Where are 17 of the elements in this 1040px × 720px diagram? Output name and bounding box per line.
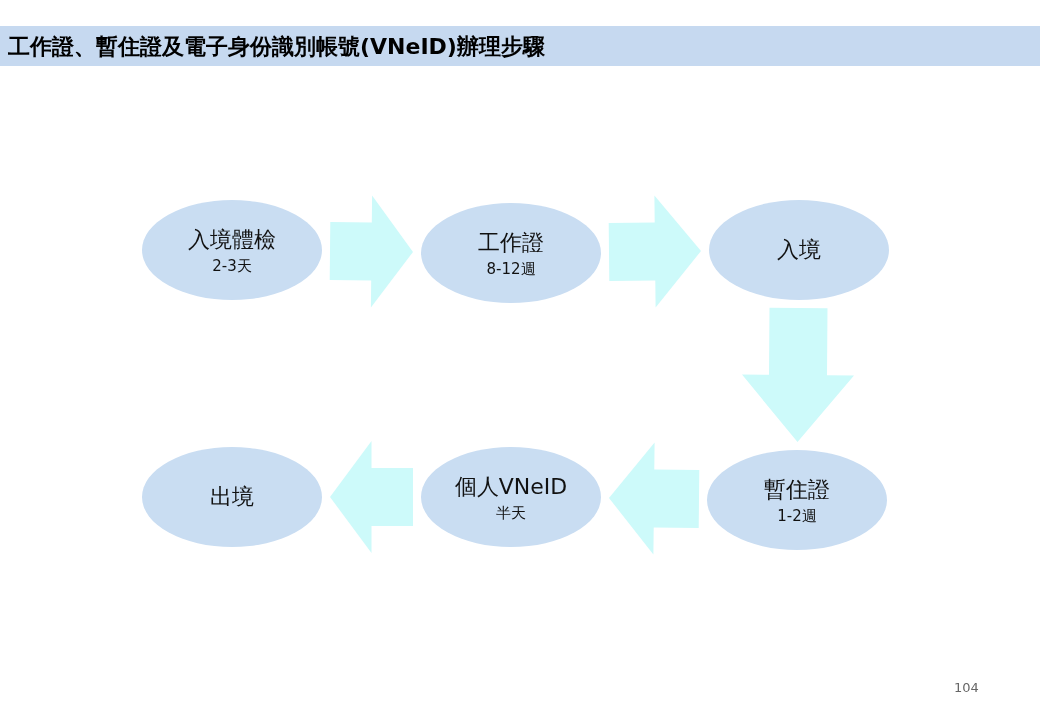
step-name: 工作證	[478, 228, 544, 257]
step-name: 入境	[777, 236, 821, 264]
duration: 1-2週	[777, 506, 817, 526]
block-arrow	[742, 307, 854, 442]
block-arrow	[609, 442, 700, 555]
step-name: 入境體檢	[188, 225, 276, 254]
duration: 2-3天	[212, 256, 252, 276]
step-name: 出境	[210, 483, 254, 511]
duration: 半天	[496, 503, 526, 523]
block-arrow	[329, 195, 413, 308]
block-arrow	[330, 441, 413, 553]
duration: 8-12週	[486, 259, 536, 279]
step-name: 個人VNeID	[454, 472, 568, 501]
block-arrow	[608, 195, 701, 308]
page-number: 104	[954, 680, 979, 695]
step-name: 暫住證	[764, 475, 830, 504]
title: 工作證、暫住證及電子身份識別帳號(VNeID)辦理步驟	[8, 33, 545, 61]
